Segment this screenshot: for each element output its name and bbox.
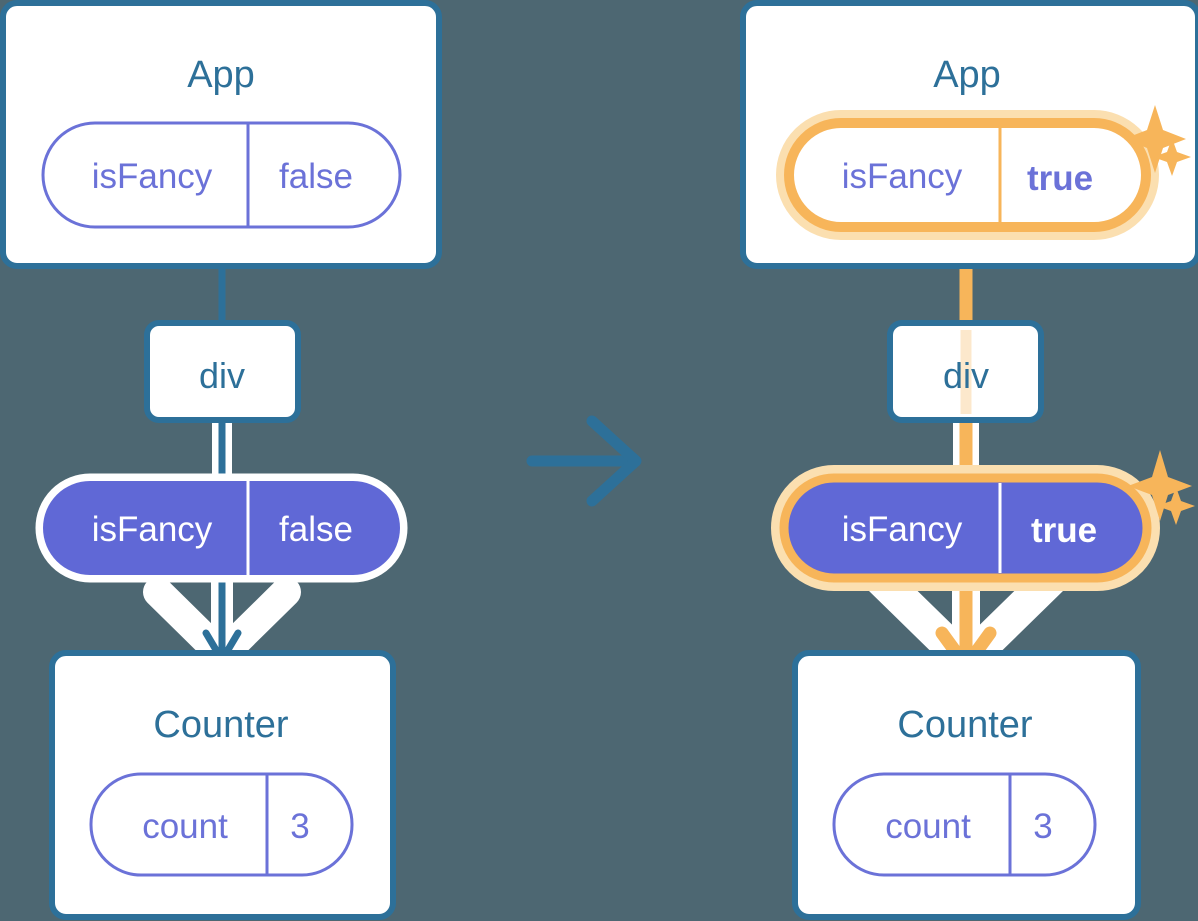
left-prop-pill-name: isFancy — [92, 510, 213, 549]
right-counter-box: Counter count 3 — [792, 650, 1141, 920]
right-app-sparkle-icon — [1124, 105, 1191, 176]
right-app-state-name: isFancy — [842, 157, 963, 196]
left-counter-state-pill: count 3 — [89, 772, 354, 877]
left-counter-box: Counter count 3 — [49, 650, 396, 920]
right-app-state-pill: isFancy true — [776, 110, 1159, 240]
arrow-right-icon — [526, 415, 642, 507]
left-prop-pill: isFancy false — [35, 473, 408, 583]
right-prop-pill-highlight-ring — [779, 473, 1152, 583]
left-app-title: App — [187, 54, 255, 96]
right-app-pill-glow — [776, 110, 1159, 240]
right-prop-pill-name: isFancy — [842, 510, 963, 549]
right-counter-state-value: 3 — [1033, 807, 1052, 846]
right-app-pill-highlight-ring — [784, 118, 1151, 232]
right-div-label: div — [943, 355, 989, 396]
left-prop-pill-value: false — [279, 510, 353, 549]
left-div-box: div — [144, 320, 301, 423]
right-counter-state-name: count — [885, 807, 971, 846]
right-div-box: div — [887, 320, 1044, 423]
left-div-label: div — [199, 355, 245, 396]
left-app-state-name: isFancy — [92, 157, 213, 196]
right-app-title: App — [933, 54, 1001, 96]
right-prop-pill-value: true — [1031, 511, 1097, 550]
left-app-state-value: false — [279, 157, 353, 196]
right-app-state-value: true — [1027, 159, 1093, 198]
right-prop-pill-glow — [771, 465, 1160, 591]
right-counter-state-pill: count 3 — [832, 772, 1097, 877]
left-counter-title: Counter — [153, 704, 289, 746]
left-app-state-pill: isFancy false — [41, 121, 402, 229]
left-counter-state-value: 3 — [290, 807, 309, 846]
left-counter-state-name: count — [142, 807, 228, 846]
right-counter-title: Counter — [897, 704, 1033, 746]
right-prop-pill: isFancy true — [771, 465, 1160, 591]
right-prop-sparkle-icon — [1128, 450, 1195, 525]
